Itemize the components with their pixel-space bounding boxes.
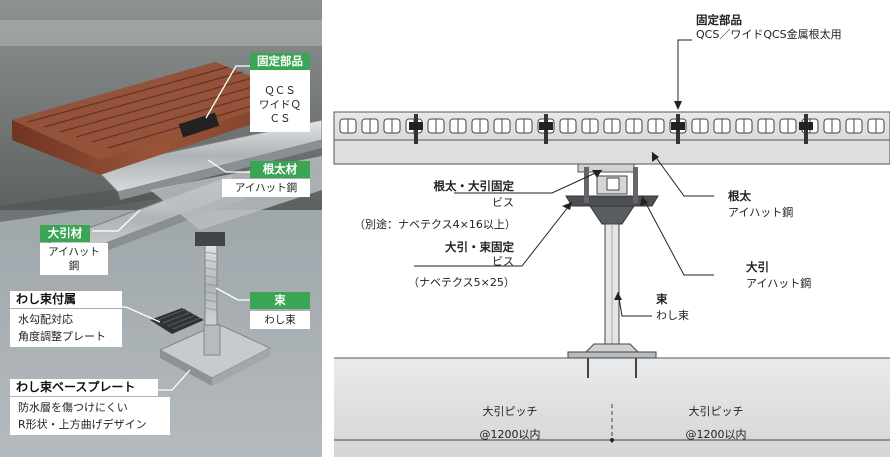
- dwg-beam-post-fix-note: （ナベテクス5×25）: [408, 276, 515, 289]
- fixing-clip: [799, 114, 813, 144]
- photo-fixing-parts-line1: ＱＣＳ: [264, 85, 296, 97]
- dwg-fixing-sub: QCS／ワイドQCS金属根太用: [696, 27, 842, 41]
- drawing-svg: 固定部品 QCS／ワイドQCS金属根太用 根太・大引固定 ビス （別途：ナベテク…: [333, 13, 890, 457]
- dwg-beam-title: 大引: [746, 260, 769, 274]
- dwg-joist-beam-fix-title: 根太・大引固定: [434, 179, 515, 193]
- photo-fixing-parts-title: 固定部品: [250, 53, 310, 70]
- dwg-pitch-right-title: 大引ピッチ: [689, 404, 744, 418]
- section-drawing: 固定部品 QCS／ワイドQCS金属根太用 根太・大引固定 ビス （別途：ナベテク…: [322, 0, 890, 457]
- dwg-joist-sub: アイハット鋼: [728, 205, 793, 219]
- post-base-plate: [567, 351, 657, 359]
- dwg-post-title: 束: [656, 292, 668, 306]
- fixing-clip: [539, 114, 553, 144]
- photo-joist-title: 根太材: [250, 161, 310, 178]
- photo-fixing-parts-line2: ワイドＱＣＳ: [259, 99, 301, 125]
- fixing-clips: [409, 114, 813, 144]
- dwg-post-sub: わし束: [656, 309, 689, 322]
- dwg-beam-sub: アイハット鋼: [746, 276, 811, 290]
- dwg-joist-beam-fix-sub: ビス: [492, 196, 514, 209]
- post-rod: [204, 241, 218, 333]
- photo-accessory-line1: 水勾配対応: [18, 313, 73, 326]
- leader-arrows: [562, 101, 682, 300]
- photo-accessory-box: 水勾配対応 角度調整プレート: [10, 309, 122, 347]
- photo-beam-title: 大引材: [40, 225, 90, 242]
- photo-baseplate-line1: 防水層を傷つけにくい: [18, 401, 128, 414]
- drawing-leaders: [414, 39, 714, 317]
- fixing-clip: [178, 112, 220, 138]
- fixing-clip: [409, 114, 423, 144]
- joist-steel: [94, 119, 322, 193]
- photo-baseplate-title: わし束ベースプレート: [10, 379, 158, 396]
- joist-section: [333, 139, 890, 165]
- photo-baseplate-line2: R形状・上方曲げデザイン: [18, 418, 147, 431]
- photo-fixing-parts-box: ＱＣＳ ワイドＱＣＳ: [250, 70, 310, 132]
- photo-beam-sub: アイハット鋼: [40, 243, 108, 275]
- photo-baseplate-box: 防水層を傷つけにくい R形状・上方曲げデザイン: [10, 397, 170, 435]
- angle-plate: [150, 308, 204, 334]
- dwg-fixing-title: 固定部品: [696, 13, 742, 27]
- dwg-pitch-left-sub: @1200以内: [480, 427, 541, 441]
- photo-accessory-line2: 角度調整プレート: [18, 330, 106, 343]
- dwg-pitch-left-title: 大引ピッチ: [483, 404, 538, 418]
- dwg-beam-post-fix-sub: ビス: [492, 255, 514, 268]
- post-head: [195, 232, 225, 246]
- dwg-joist-beam-fix-note: （別途：ナベテクス4×16以上）: [354, 217, 516, 231]
- dwg-pitch-right-sub: @1200以内: [686, 427, 747, 441]
- photo-post-sub: わし束: [250, 311, 310, 329]
- dwg-beam-post-fix-title: 大引・束固定: [445, 240, 514, 254]
- photo-accessory-title: わし束付属: [10, 291, 122, 308]
- dwg-joist-title: 根太: [728, 189, 751, 203]
- photo-post-title: 束: [250, 292, 310, 309]
- fixing-clip: [671, 114, 685, 144]
- product-photo: 固定部品 ＱＣＳ ワイドＱＣＳ 根太材 アイハット鋼 大引材 アイハット鋼 束 …: [0, 0, 322, 457]
- photo-joist-sub: アイハット鋼: [222, 179, 310, 197]
